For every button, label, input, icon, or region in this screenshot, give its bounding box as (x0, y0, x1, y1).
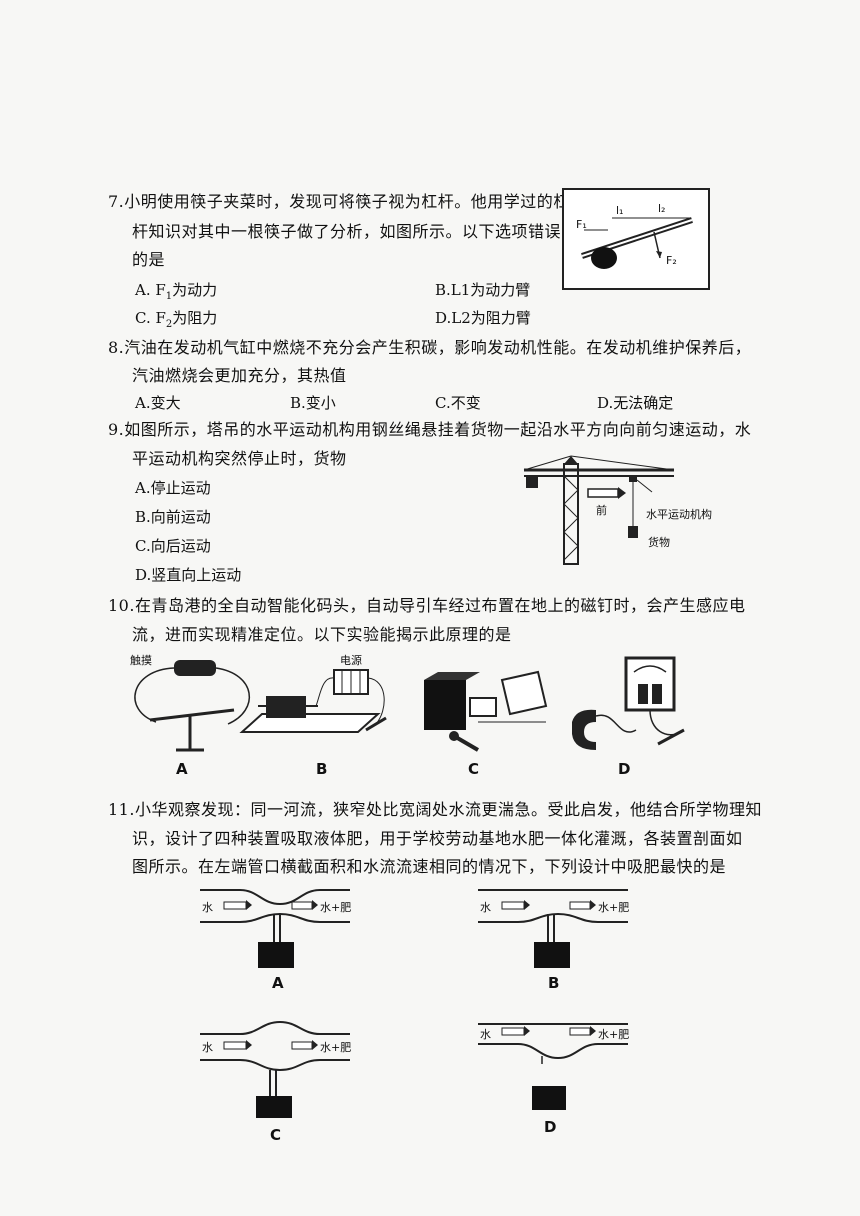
q10-figure-a[interactable]: 触摸 A (130, 650, 260, 780)
q11-device-d-label: D (544, 1118, 557, 1136)
q9-stem-line2: 平运动机构突然停止时，货物 (132, 449, 347, 468)
q11-stem-line2: 识，设计了四种装置吸取液体肥，用于学校劳动基地水肥一体化灌溉，各装置剖面如 (132, 829, 743, 848)
q7-option-d[interactable]: D.L2为阻力臂 (435, 309, 531, 327)
q7-label-f2: F₂ (666, 254, 677, 267)
q7-label-l2: l₂ (658, 202, 666, 215)
q10-stem-line1: 10.在青岛港的全自动智能化码头，自动导引车经过布置在地上的磁钉时，会产生感应电 (108, 596, 746, 615)
q9-option-d[interactable]: D.竖直向上运动 (135, 566, 242, 584)
q7-chopstick-svg (562, 188, 710, 290)
q9-label-mechanism: 水平运动机构 (646, 508, 712, 521)
q9-label-cargo: 货物 (648, 536, 670, 549)
q11-c-out-label: 水+肥 (320, 1041, 352, 1054)
q9-stem-line1: 9.如图所示，塔吊的水平运动机构用钢丝绳悬挂着货物一起沿水平方向向前匀速运动，水 (108, 420, 752, 439)
q11-device-b[interactable]: 水 水+肥 B (478, 882, 638, 992)
q11-device-d[interactable]: 水 水+肥 D (478, 1014, 638, 1140)
q11-device-a[interactable]: 水 水+肥 A (200, 882, 360, 992)
q11-device-a-svg (200, 889, 350, 968)
q11-device-b-svg (478, 889, 628, 968)
q10-figure-b-text: 电源 (340, 654, 362, 667)
q7-label-f1: F₁ (576, 218, 587, 231)
q10-figure-d[interactable]: D (566, 650, 696, 780)
q7-option-a[interactable]: A. F1为动力 (135, 281, 218, 302)
q11-b-in-label: 水 (480, 901, 491, 914)
q10-figure-b[interactable]: 电源 B (238, 650, 408, 780)
q11-a-out-label: 水+肥 (320, 901, 352, 914)
q7-stem-line2: 杆知识对其中一根筷子做了分析，如图所示。以下选项错误 (132, 222, 562, 241)
q10-figure-a-text: 触摸 (130, 654, 152, 667)
q9-crane-svg (523, 455, 675, 565)
q10-figure-c-svg (424, 670, 548, 752)
q11-d-out-label: 水+肥 (598, 1028, 630, 1041)
q8-option-c[interactable]: C.不变 (435, 394, 481, 412)
q7-label-l1: l₁ (616, 204, 624, 217)
q11-device-c-label: C (270, 1126, 282, 1144)
q9-label-forward: 前 (596, 504, 607, 517)
q7-stem-line1: 7.小明使用筷子夹菜时，发现可将筷子视为杠杆。他用学过的杠 (108, 192, 570, 211)
q8-stem-line1: 8.汽油在发动机气缸中燃烧不充分会产生积碳，影响发动机性能。在发动机维护保养后， (108, 338, 752, 357)
q10-stem-line2: 流，进而实现精准定位。以下实验能揭示此原理的是 (132, 625, 512, 644)
q7-chopstick-figure: F₁ l₁ l₂ F₂ (562, 188, 712, 292)
q11-stem-line1: 11.小华观察发现：同一河流，狭窄处比宽阔处水流更湍急。受此启发，他结合所学物理… (108, 800, 762, 819)
q9-crane-figure: 前 水平运动机构 货物 (523, 455, 764, 566)
q10-figure-c-label: C (468, 760, 480, 778)
q10-figure-c[interactable]: C (418, 650, 558, 780)
q9-option-c[interactable]: C.向后运动 (135, 537, 211, 555)
q8-option-a[interactable]: A.变大 (135, 394, 181, 412)
q9-option-a[interactable]: A.停止运动 (135, 479, 211, 497)
q11-c-in-label: 水 (202, 1041, 213, 1054)
q8-stem-line2: 汽油燃烧会更加充分，其热值 (132, 366, 347, 385)
q11-a-in-label: 水 (202, 901, 213, 914)
q10-figure-d-svg (572, 656, 685, 750)
q10-figure-a-label: A (176, 760, 188, 778)
q8-option-d[interactable]: D.无法确定 (597, 394, 674, 412)
q10-figure-b-label: B (316, 760, 328, 778)
q7-option-b[interactable]: B.L1为动力臂 (435, 281, 531, 299)
q10-figure-a-svg (134, 660, 251, 752)
q8-option-b[interactable]: B.变小 (290, 394, 336, 412)
q10-figure-b-svg (239, 669, 387, 733)
q11-b-out-label: 水+肥 (598, 901, 630, 914)
q11-device-c-svg (200, 1020, 350, 1118)
q9-option-b[interactable]: B.向前运动 (135, 508, 211, 526)
q7-option-c[interactable]: C. F2为阻力 (135, 309, 218, 330)
q11-device-a-label: A (272, 974, 284, 992)
q11-device-d-svg (478, 1023, 628, 1110)
q11-d-in-label: 水 (480, 1028, 491, 1041)
q11-stem-line3: 图所示。在左端管口横截面积和水流流速相同的情况下，下列设计中吸肥最快的是 (132, 857, 727, 876)
q11-device-c[interactable]: 水 水+肥 C (200, 1020, 360, 1146)
q10-figure-d-label: D (618, 760, 631, 778)
q7-stem-line3: 的是 (132, 250, 166, 269)
q11-device-b-label: B (548, 974, 560, 992)
